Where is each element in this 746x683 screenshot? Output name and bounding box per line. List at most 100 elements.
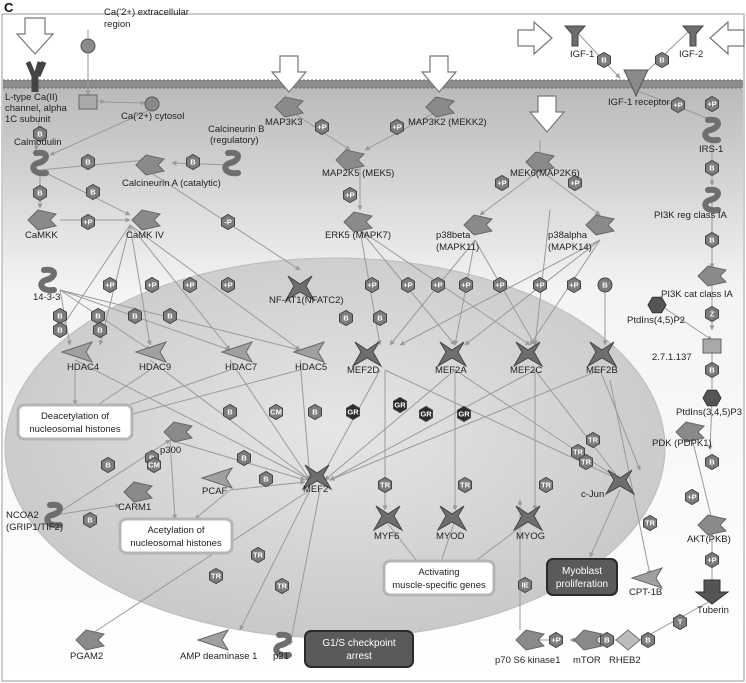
label-calmodulin: Calmodulin (14, 137, 62, 148)
input-arrow-icon (420, 55, 458, 93)
edge-arrow (574, 29, 621, 79)
label-tuberin: Tuberin (697, 605, 729, 616)
myf6-node (372, 505, 404, 532)
label-hdac4: HDAC4 (67, 362, 99, 373)
edge-arrow (324, 369, 456, 481)
badge-b: B (91, 307, 105, 325)
input-arrows (15, 17, 745, 133)
badge-t: T (673, 613, 687, 631)
svg-text:B: B (241, 454, 247, 463)
svg-text:B: B (95, 312, 101, 321)
label-pdk: PDK (PDPK1) (652, 438, 712, 449)
badge-b: B (128, 307, 142, 325)
svg-text:+P: +P (707, 556, 716, 565)
edge-arrow (707, 399, 713, 451)
svg-text:GR: GR (458, 410, 470, 419)
label-erk5: ERK5 (MAPK7) (325, 230, 391, 241)
edge-arrow (171, 160, 233, 166)
camk4-node (131, 209, 161, 231)
edge-arrow (479, 169, 541, 216)
svg-text:B: B (601, 56, 607, 65)
label-mef2d: MEF2D (347, 365, 379, 376)
badge-b: B (81, 153, 95, 171)
hdac9-node (134, 341, 168, 363)
badge-b: B (163, 307, 177, 325)
process-boxes: Deacetylation of nucleosomal histones Ac… (16, 403, 618, 668)
badge-tr: TR (275, 577, 289, 595)
map3k3-node (274, 96, 304, 118)
edge-arrow (609, 379, 652, 576)
edge-arrow (49, 109, 151, 156)
label-p70: p70 S6 kinase1 (495, 655, 561, 666)
svg-text:TR: TR (581, 458, 592, 467)
svg-text:B: B (90, 188, 96, 197)
badge-gr: GR (346, 403, 360, 421)
svg-text:B: B (604, 636, 610, 645)
label-irs1: IRS-1 (699, 144, 723, 155)
mef2b-node (586, 341, 618, 368)
label-ltype-1: L-type Ca(II) (5, 92, 58, 103)
label-carm1: CARM1 (118, 502, 151, 513)
label-pgam2: PGAM2 (70, 651, 103, 662)
edge-arrow (59, 289, 301, 352)
edge-arrow (534, 369, 621, 481)
mef2c-node (512, 341, 544, 368)
svg-text:+P: +P (535, 281, 544, 290)
label-mef2b: MEF2B (586, 365, 618, 376)
pi3k-cat-node (697, 265, 727, 287)
ampdeam-node (196, 629, 230, 651)
badge-p: +P (549, 631, 563, 649)
label-ltype-2: channel, alpha (5, 103, 68, 114)
svg-text:B: B (57, 326, 63, 335)
edge-arrow (169, 439, 178, 520)
deacetylation-line2: nucleosomal histones (29, 424, 121, 435)
labels: Ca('2+) extracellular region L-type Ca(I… (5, 7, 742, 666)
badge-b: B (86, 183, 100, 201)
badge-b: B (53, 307, 67, 325)
deacetylation-box (16, 403, 134, 441)
badge-p: +P (495, 174, 509, 192)
svg-text:TR: TR (541, 481, 552, 490)
input-arrow-icon (517, 20, 553, 56)
edges (33, 29, 715, 646)
svg-text:B: B (190, 158, 196, 167)
p21-node (273, 631, 292, 659)
edge-arrow (599, 369, 641, 471)
edge-arrow (359, 229, 531, 346)
edge-arrow (129, 224, 301, 351)
activating-box (382, 559, 496, 597)
badge-b: B (259, 470, 273, 488)
p70-node (515, 629, 545, 651)
svg-text:GR: GR (347, 408, 359, 417)
erk5-node (343, 211, 373, 233)
svg-text:+P: +P (461, 281, 470, 290)
edge-arrow (59, 289, 231, 351)
svg-text:B: B (105, 461, 111, 470)
badge-b: B (186, 153, 200, 171)
badge-tr: TR (251, 546, 265, 564)
badge-p: +P (401, 276, 415, 294)
badge-p: +P (343, 186, 357, 204)
svg-text:B: B (97, 326, 103, 335)
igf1-node (563, 25, 587, 47)
svg-text:+P: +P (495, 281, 504, 290)
mef2d-node (351, 341, 383, 368)
badge-b: B (705, 361, 719, 379)
badge-tr: TR (539, 476, 553, 494)
mef2-node (301, 464, 333, 491)
input-arrow-icon (528, 95, 566, 133)
edge-arrow (529, 239, 601, 346)
svg-text:IE: IE (521, 581, 528, 590)
calmodulin-node (30, 149, 49, 177)
label-ca-cytosol: Ca('2+) cytosol (121, 111, 184, 122)
badge-b: B (237, 449, 251, 467)
badge-tr: TR (458, 476, 472, 494)
map3k2-node (425, 96, 455, 118)
mtor-node (573, 629, 603, 651)
activating-line1: Activating (418, 567, 459, 578)
label-p38beta-2: (MAPK11) (436, 242, 479, 253)
edge-arrow (329, 369, 536, 481)
edge-arrow (229, 359, 311, 481)
